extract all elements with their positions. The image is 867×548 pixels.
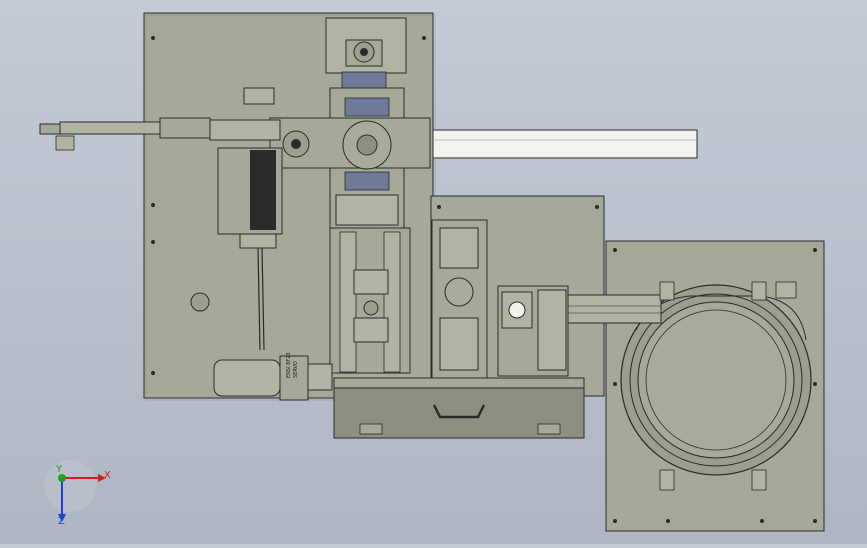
coordinate-triad: X Y Z [44,460,111,527]
triad-z-arrow [58,514,66,522]
top-control-block [325,17,407,89]
linear-station-1 [329,227,411,374]
bottom-drawer [333,377,585,439]
motor-label-line2: SERVO [293,361,299,378]
servo-motor: ENSI 8F23 SERVO [213,352,333,401]
triad-y-label: Y [55,464,63,475]
cross-mechanism [269,87,431,229]
triad-y-axis [58,474,66,482]
left-feed-assembly [209,87,283,249]
rotary-plate-slots [659,281,797,491]
triad-z-label: Z [58,516,65,527]
left-cylinder [39,117,211,151]
linear-station-2 [431,219,488,381]
extension-arm [432,129,698,159]
linear-station-3 [497,285,569,377]
motor-label-line1: ENSI 8F23 [286,352,292,378]
triad-x-arrow [98,474,106,482]
feed-track [565,294,662,324]
triad-x-label: X [104,470,111,481]
air-line [257,247,265,351]
mounting-holes [151,36,817,523]
rotary-ring [620,284,812,476]
